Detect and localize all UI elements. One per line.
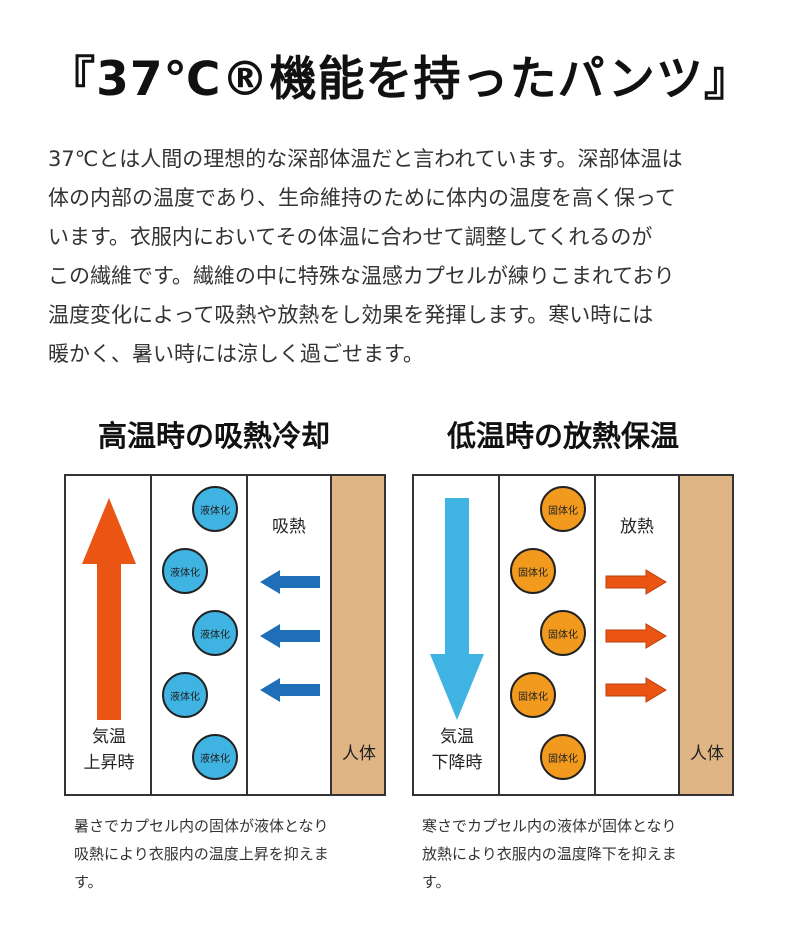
solid-capsule: 固体化 bbox=[510, 672, 556, 718]
air-temp-label: 気温 下降時 bbox=[414, 724, 500, 776]
caption-line: 寒さでカプセル内の液体が固体となり bbox=[422, 817, 677, 835]
human-body-column: 人体 bbox=[330, 476, 384, 794]
fiber-column: 固体化 固体化 固体化 固体化 固体化 bbox=[500, 476, 596, 794]
outside-air-column: 気温 下降時 bbox=[414, 476, 500, 794]
heat-release-arrow bbox=[605, 623, 667, 649]
body-label: 人体 bbox=[342, 744, 376, 764]
intro-line: います。衣服内においてその体温に合わせて調整してくれるのが bbox=[48, 225, 653, 249]
liquid-capsule: 液体化 bbox=[192, 610, 238, 656]
caption-line: 暑さでカプセル内の固体が液体となり bbox=[74, 817, 329, 835]
cooling-diagram: 気温 上昇時 液体化 液体化 液体化 液体化 液体化 吸熱 人体 bbox=[64, 474, 386, 796]
intro-line: 暖かく、暑い時には涼しく過ごせます。 bbox=[48, 342, 424, 366]
heat-flow-column: 吸熱 bbox=[248, 476, 330, 794]
intro-line: 37℃とは人間の理想的な深部体温だと言われています。深部体温は bbox=[48, 147, 683, 171]
left-heading: 高温時の吸熱冷却 bbox=[98, 419, 331, 453]
air-temp-label: 気温 上昇時 bbox=[66, 724, 152, 776]
caption-line: す。 bbox=[74, 873, 103, 891]
solid-capsule: 固体化 bbox=[540, 486, 586, 532]
air-label-line: 上昇時 bbox=[83, 753, 135, 773]
fiber-column: 液体化 液体化 液体化 液体化 液体化 bbox=[152, 476, 248, 794]
solid-capsule: 固体化 bbox=[540, 610, 586, 656]
intro-line: この繊維です。繊維の中に特殊な温感カプセルが練りこまれており bbox=[48, 264, 675, 288]
falling-temperature-arrow bbox=[430, 498, 484, 720]
left-caption: 暑さでカプセル内の固体が液体となり 吸熱により衣服内の温度上昇を抑えま す。 bbox=[74, 812, 404, 896]
heat-release-arrow bbox=[605, 569, 667, 595]
heat-flow-column: 放熱 bbox=[596, 476, 678, 794]
right-caption: 寒さでカプセル内の液体が固体となり 放熱により衣服内の温度降下を抑えま す。 bbox=[422, 812, 752, 896]
human-body-column: 人体 bbox=[678, 476, 732, 794]
liquid-capsule: 液体化 bbox=[162, 672, 208, 718]
intro-line: 体の内部の温度であり、生命維持のために体内の温度を高く保って bbox=[48, 186, 676, 210]
caption-line: 放熱により衣服内の温度降下を抑えま bbox=[422, 845, 677, 863]
outside-air-column: 気温 上昇時 bbox=[66, 476, 152, 794]
heat-absorb-arrow bbox=[260, 678, 320, 702]
page-title: 『37℃®機能を持ったパンツ』 bbox=[48, 52, 752, 107]
caption-line: す。 bbox=[422, 873, 451, 891]
air-label-line: 気温 bbox=[92, 727, 126, 747]
intro-line: 温度変化によって吸熱や放熱をし効果を発揮します。寒い時には bbox=[48, 303, 654, 327]
liquid-capsule: 液体化 bbox=[192, 734, 238, 780]
air-label-line: 下降時 bbox=[431, 753, 483, 773]
heat-release-arrow bbox=[605, 677, 667, 703]
air-label-line: 気温 bbox=[440, 727, 474, 747]
body-label: 人体 bbox=[690, 744, 724, 764]
intro-text: 37℃とは人間の理想的な深部体温だと言われています。深部体温は 体の内部の温度で… bbox=[48, 140, 758, 374]
liquid-capsule: 液体化 bbox=[162, 548, 208, 594]
heat-absorb-arrow bbox=[260, 624, 320, 648]
release-label: 放熱 bbox=[620, 517, 654, 537]
liquid-capsule: 液体化 bbox=[192, 486, 238, 532]
rising-temperature-arrow bbox=[82, 498, 136, 720]
right-heading: 低温時の放熱保温 bbox=[447, 419, 680, 453]
warming-diagram: 気温 下降時 固体化 固体化 固体化 固体化 固体化 放熱 人体 bbox=[412, 474, 734, 796]
solid-capsule: 固体化 bbox=[510, 548, 556, 594]
absorb-label: 吸熱 bbox=[272, 517, 306, 537]
heat-absorb-arrow bbox=[260, 570, 320, 594]
caption-line: 吸熱により衣服内の温度上昇を抑えま bbox=[74, 845, 329, 863]
solid-capsule: 固体化 bbox=[540, 734, 586, 780]
